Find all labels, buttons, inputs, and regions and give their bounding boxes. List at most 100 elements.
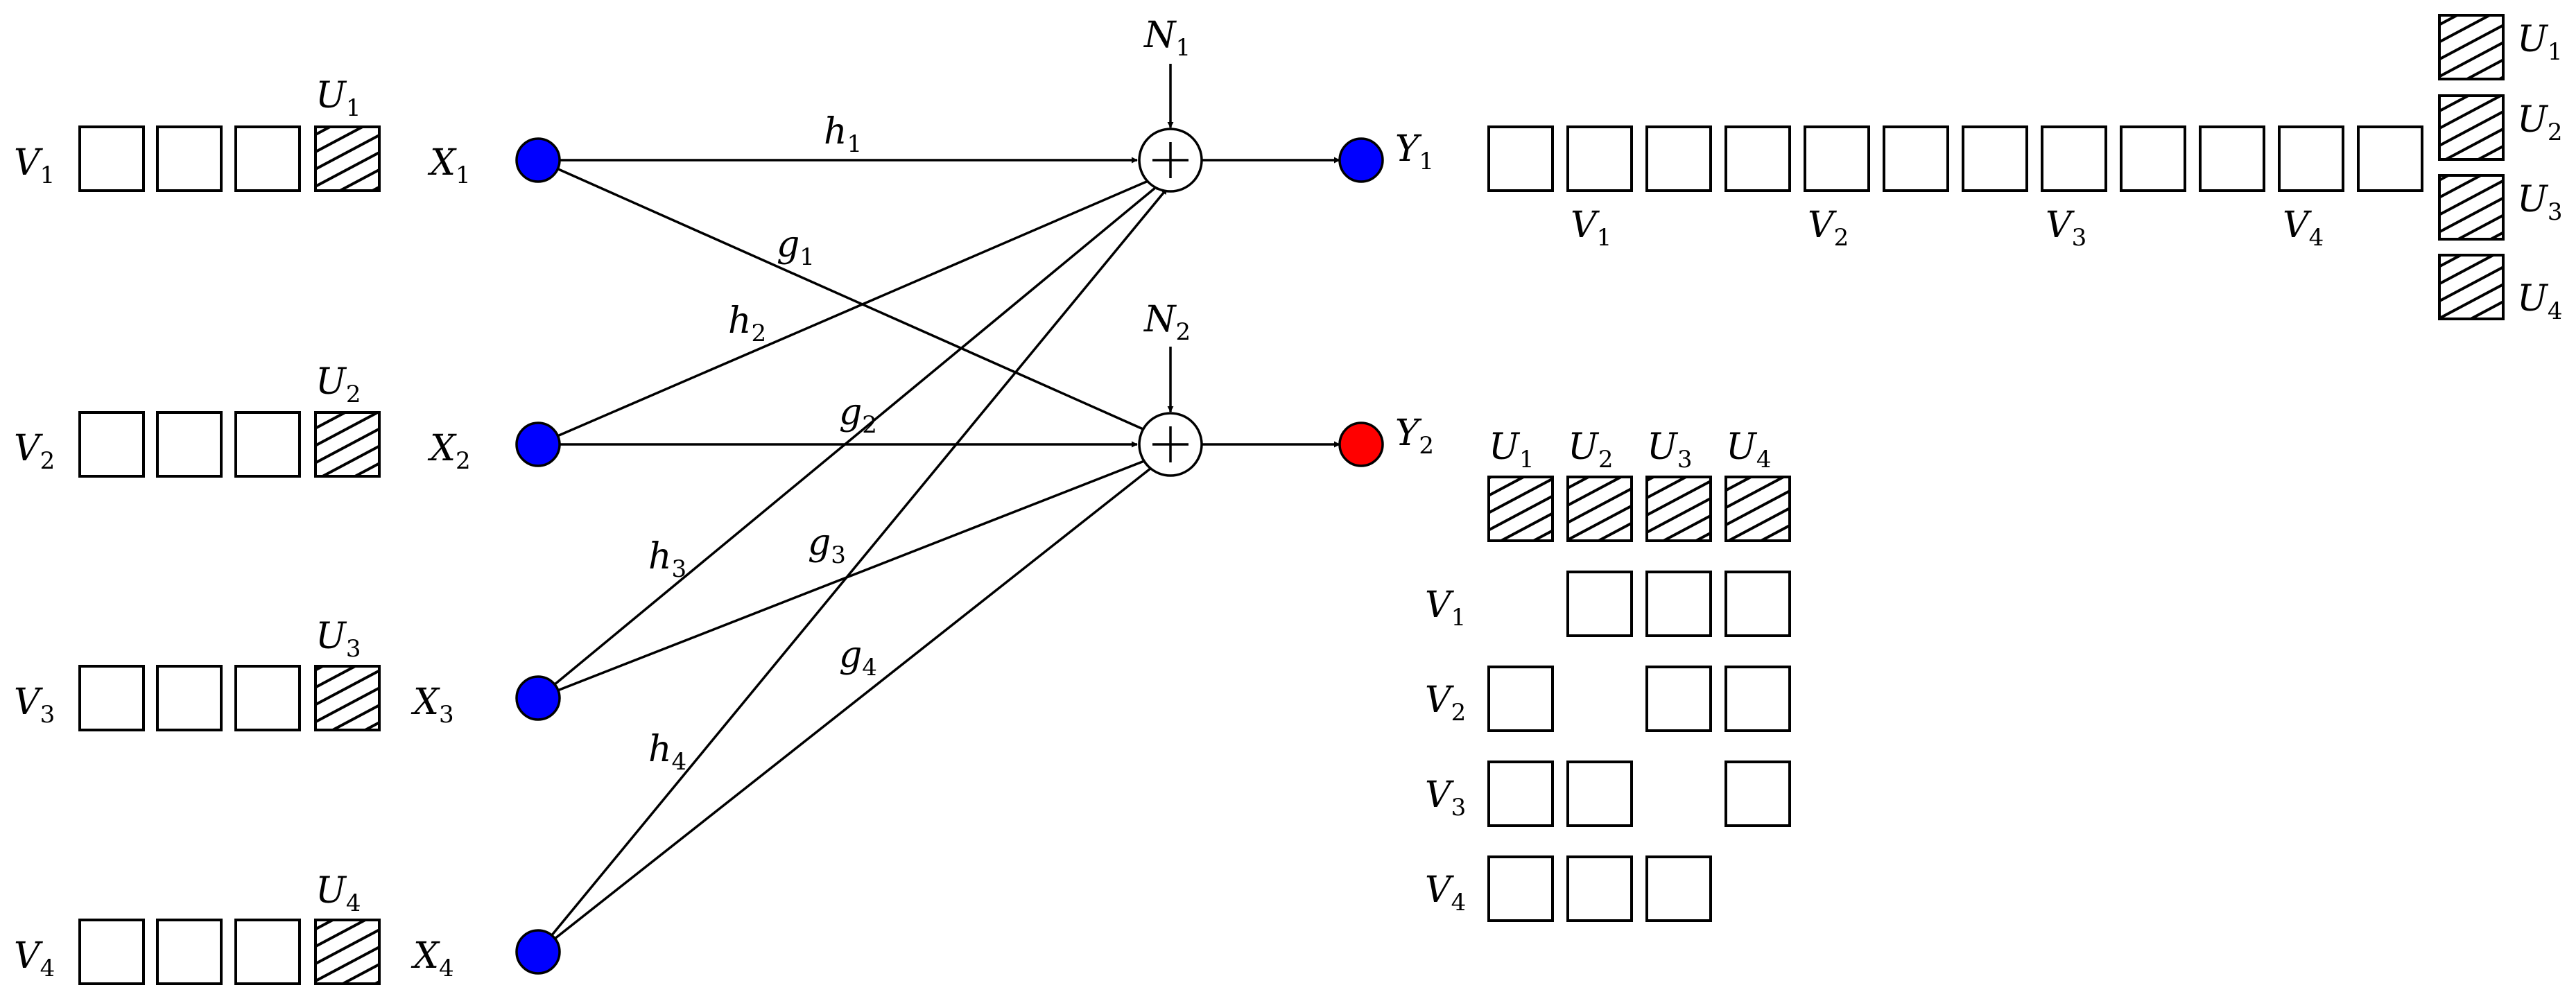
x2-label: X2 xyxy=(427,428,471,475)
u3-block xyxy=(314,665,381,731)
edge-labels: h1 h2 h3 h4 g1 g2 g3 g4 xyxy=(648,111,877,776)
v2-block-1 xyxy=(78,411,145,478)
y1-strip-block xyxy=(1962,125,2028,192)
y2-node xyxy=(1338,422,1384,467)
y1-side-u2-label: U2 xyxy=(2517,99,2562,146)
u4-block xyxy=(314,919,381,985)
y1-side-u1-label: U1 xyxy=(2517,19,2562,66)
y2-cell xyxy=(1487,855,1554,922)
edge-h4 xyxy=(537,187,1168,953)
y2-col-u2: U2 xyxy=(1568,426,1613,473)
y2-col-u3: U3 xyxy=(1647,426,1692,473)
n1-label: N1 xyxy=(1143,15,1191,62)
y1-strip-block xyxy=(2357,125,2423,192)
u2-label: U2 xyxy=(315,361,361,408)
v4-block-2 xyxy=(156,919,223,985)
edge-g4 xyxy=(537,462,1159,953)
y2-row-v1: V1 xyxy=(1425,584,1466,632)
x4-label: X4 xyxy=(410,935,454,982)
y2-label: Y2 xyxy=(1395,412,1434,460)
v1-block-1 xyxy=(78,125,145,192)
y1-strip-block xyxy=(2278,125,2344,192)
y2-cell xyxy=(1724,761,1791,827)
g1-label: g1 xyxy=(777,224,815,271)
h1-label: h1 xyxy=(824,111,862,158)
edge-g3 xyxy=(537,456,1154,699)
y2-cell xyxy=(1724,571,1791,637)
edges xyxy=(537,64,1340,953)
h4-label: h4 xyxy=(648,729,686,776)
h2-label: h2 xyxy=(728,300,766,347)
y1-group-v1: V1 xyxy=(1571,205,1611,252)
y2-matrix: U1 U2 U3 U4 V1 V2 V3 V4 xyxy=(1425,426,1791,922)
g2-label: g2 xyxy=(839,392,877,439)
y2-cell xyxy=(1724,666,1791,732)
edge-g1 xyxy=(537,159,1153,435)
v4-label: V4 xyxy=(14,935,55,982)
x2-node xyxy=(515,422,561,467)
y1-side-u1-block xyxy=(2438,14,2505,80)
g3-label: g3 xyxy=(808,522,846,569)
y1-side-u4-block xyxy=(2438,254,2505,320)
y1-group-v3: V3 xyxy=(2046,205,2086,252)
y2-cell xyxy=(1487,761,1554,827)
y2-u3-block xyxy=(1645,476,1712,542)
x1-node xyxy=(515,137,561,183)
y1-strip-block xyxy=(2199,125,2265,192)
y1-strip-block xyxy=(1883,125,1949,192)
row-3: V3 U3 X3 xyxy=(14,616,454,731)
y1-group-v4: V4 xyxy=(2283,205,2324,252)
x3-node xyxy=(515,675,561,721)
v3-block-2 xyxy=(156,665,223,731)
u1-block xyxy=(314,125,381,192)
v3-label: V3 xyxy=(14,681,55,729)
edge-h3 xyxy=(537,183,1161,699)
y2-col-u4: U4 xyxy=(1726,426,1771,473)
y2-row-v2: V2 xyxy=(1425,679,1466,727)
y2-row-v4: V4 xyxy=(1425,869,1466,916)
y2-cell xyxy=(1566,571,1633,637)
y2-u1-block xyxy=(1487,476,1554,542)
y1-strip-block xyxy=(1487,125,1554,192)
y1-block-strip xyxy=(1487,125,2423,192)
v1-block-3 xyxy=(234,125,301,192)
y2-row-v3: V3 xyxy=(1425,774,1466,822)
u4-label: U4 xyxy=(315,870,361,917)
v2-block-2 xyxy=(156,411,223,478)
y1-strip-block xyxy=(1566,125,1633,192)
y1-side-stack: U1 U2 U3 U4 xyxy=(2438,14,2562,325)
y1-side-u3-label: U3 xyxy=(2517,179,2562,226)
y2-cell xyxy=(1566,855,1633,922)
u2-block xyxy=(314,411,381,478)
u3-label: U3 xyxy=(315,616,361,663)
x1-label: X1 xyxy=(427,142,471,189)
v1-label: V1 xyxy=(14,142,55,189)
edge-h2 xyxy=(537,177,1155,446)
y2-col-u1: U1 xyxy=(1489,426,1534,473)
v4-block-3 xyxy=(234,919,301,985)
y2-cell xyxy=(1645,855,1712,922)
x4-node xyxy=(515,929,561,975)
y1-strip-block xyxy=(1724,125,1791,192)
y2-cell xyxy=(1645,571,1712,637)
row-1: V1 U1 X1 xyxy=(14,75,471,192)
v3-block-3 xyxy=(234,665,301,731)
u1-label: U1 xyxy=(315,75,361,122)
h3-label: h3 xyxy=(648,536,686,583)
x3-label: X3 xyxy=(410,681,454,729)
y2-cell xyxy=(1645,666,1712,732)
y1-side-u3-block xyxy=(2438,174,2505,241)
n2-label: N2 xyxy=(1143,299,1191,346)
y1-side-u2-block xyxy=(2438,94,2505,161)
adder-2 xyxy=(1138,412,1203,477)
y1-side-u4-label: U4 xyxy=(2517,278,2562,325)
y1-strip-block xyxy=(2120,125,2186,192)
y2-cell xyxy=(1566,761,1633,827)
y1-node xyxy=(1338,137,1384,183)
y1-strip-block xyxy=(2041,125,2107,192)
input-nodes xyxy=(515,137,561,975)
y1-strip-block xyxy=(1804,125,1870,192)
y1-strip-block xyxy=(1645,125,1712,192)
